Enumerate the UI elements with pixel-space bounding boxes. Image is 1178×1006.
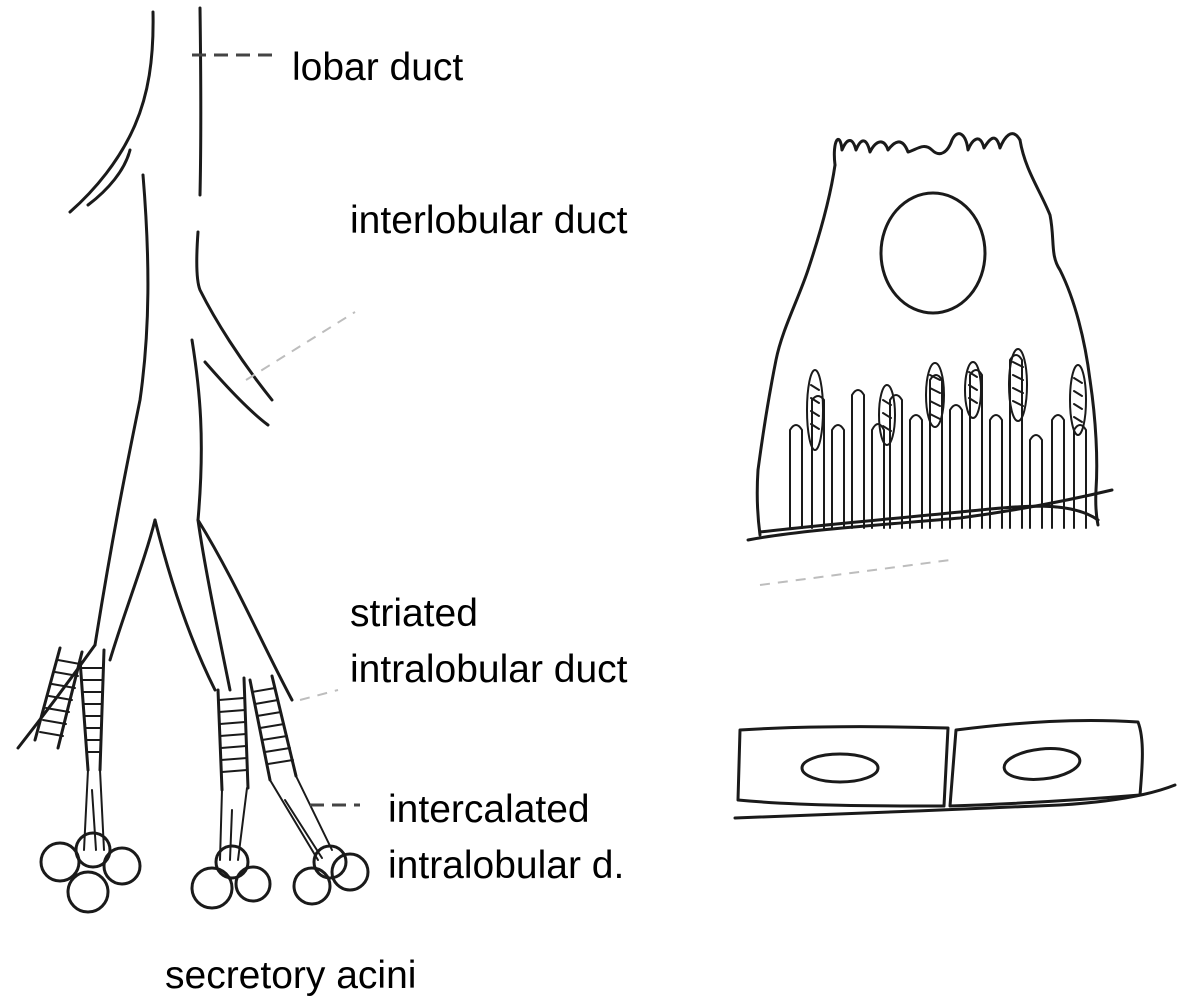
interlobular-right-wall xyxy=(197,232,272,400)
label-secretory-acini: secretory acini xyxy=(165,954,416,998)
fork-left-wall xyxy=(110,520,155,660)
striated-leader xyxy=(300,690,338,700)
striated-cell-leader xyxy=(760,560,950,585)
leader-lines xyxy=(192,55,950,805)
mitochondria xyxy=(807,349,1086,450)
cell-apical-border xyxy=(834,134,1020,165)
secretory-acini xyxy=(41,833,368,912)
intercalated-cell-left xyxy=(738,727,948,806)
label-striated-line2: intralobular duct xyxy=(350,648,628,692)
side-branch-wall xyxy=(88,150,130,205)
label-interlobular-duct: interlobular duct xyxy=(350,199,628,243)
basal-infoldings xyxy=(790,355,1086,528)
interlobular-branch-wall xyxy=(192,340,230,690)
duct-tree xyxy=(18,8,332,860)
right-branch-outer xyxy=(198,520,292,700)
label-lobar-duct: lobar duct xyxy=(292,46,463,90)
striated-segments xyxy=(35,648,296,790)
interlobular-left-wall xyxy=(95,175,148,645)
cell-nucleus xyxy=(881,193,985,313)
intercalated-basement xyxy=(735,785,1175,818)
intercalated-nucleus-right xyxy=(1003,745,1082,783)
intercalated-cells xyxy=(735,720,1175,818)
label-intercalated-line2: intralobular d. xyxy=(388,844,624,888)
interlobular-branch-inner xyxy=(205,362,268,425)
fork-right-wall xyxy=(155,520,215,690)
lobar-duct-right-wall xyxy=(200,8,201,195)
striated-cell xyxy=(748,134,1112,540)
interlobular-leader xyxy=(246,312,355,380)
intercalated-cell-right xyxy=(950,720,1142,806)
intercalated-nucleus-left xyxy=(802,754,878,782)
intercalated-segments xyxy=(84,770,332,860)
label-striated-line1: striated xyxy=(350,592,478,636)
label-intercalated-line1: intercalated xyxy=(388,788,590,832)
